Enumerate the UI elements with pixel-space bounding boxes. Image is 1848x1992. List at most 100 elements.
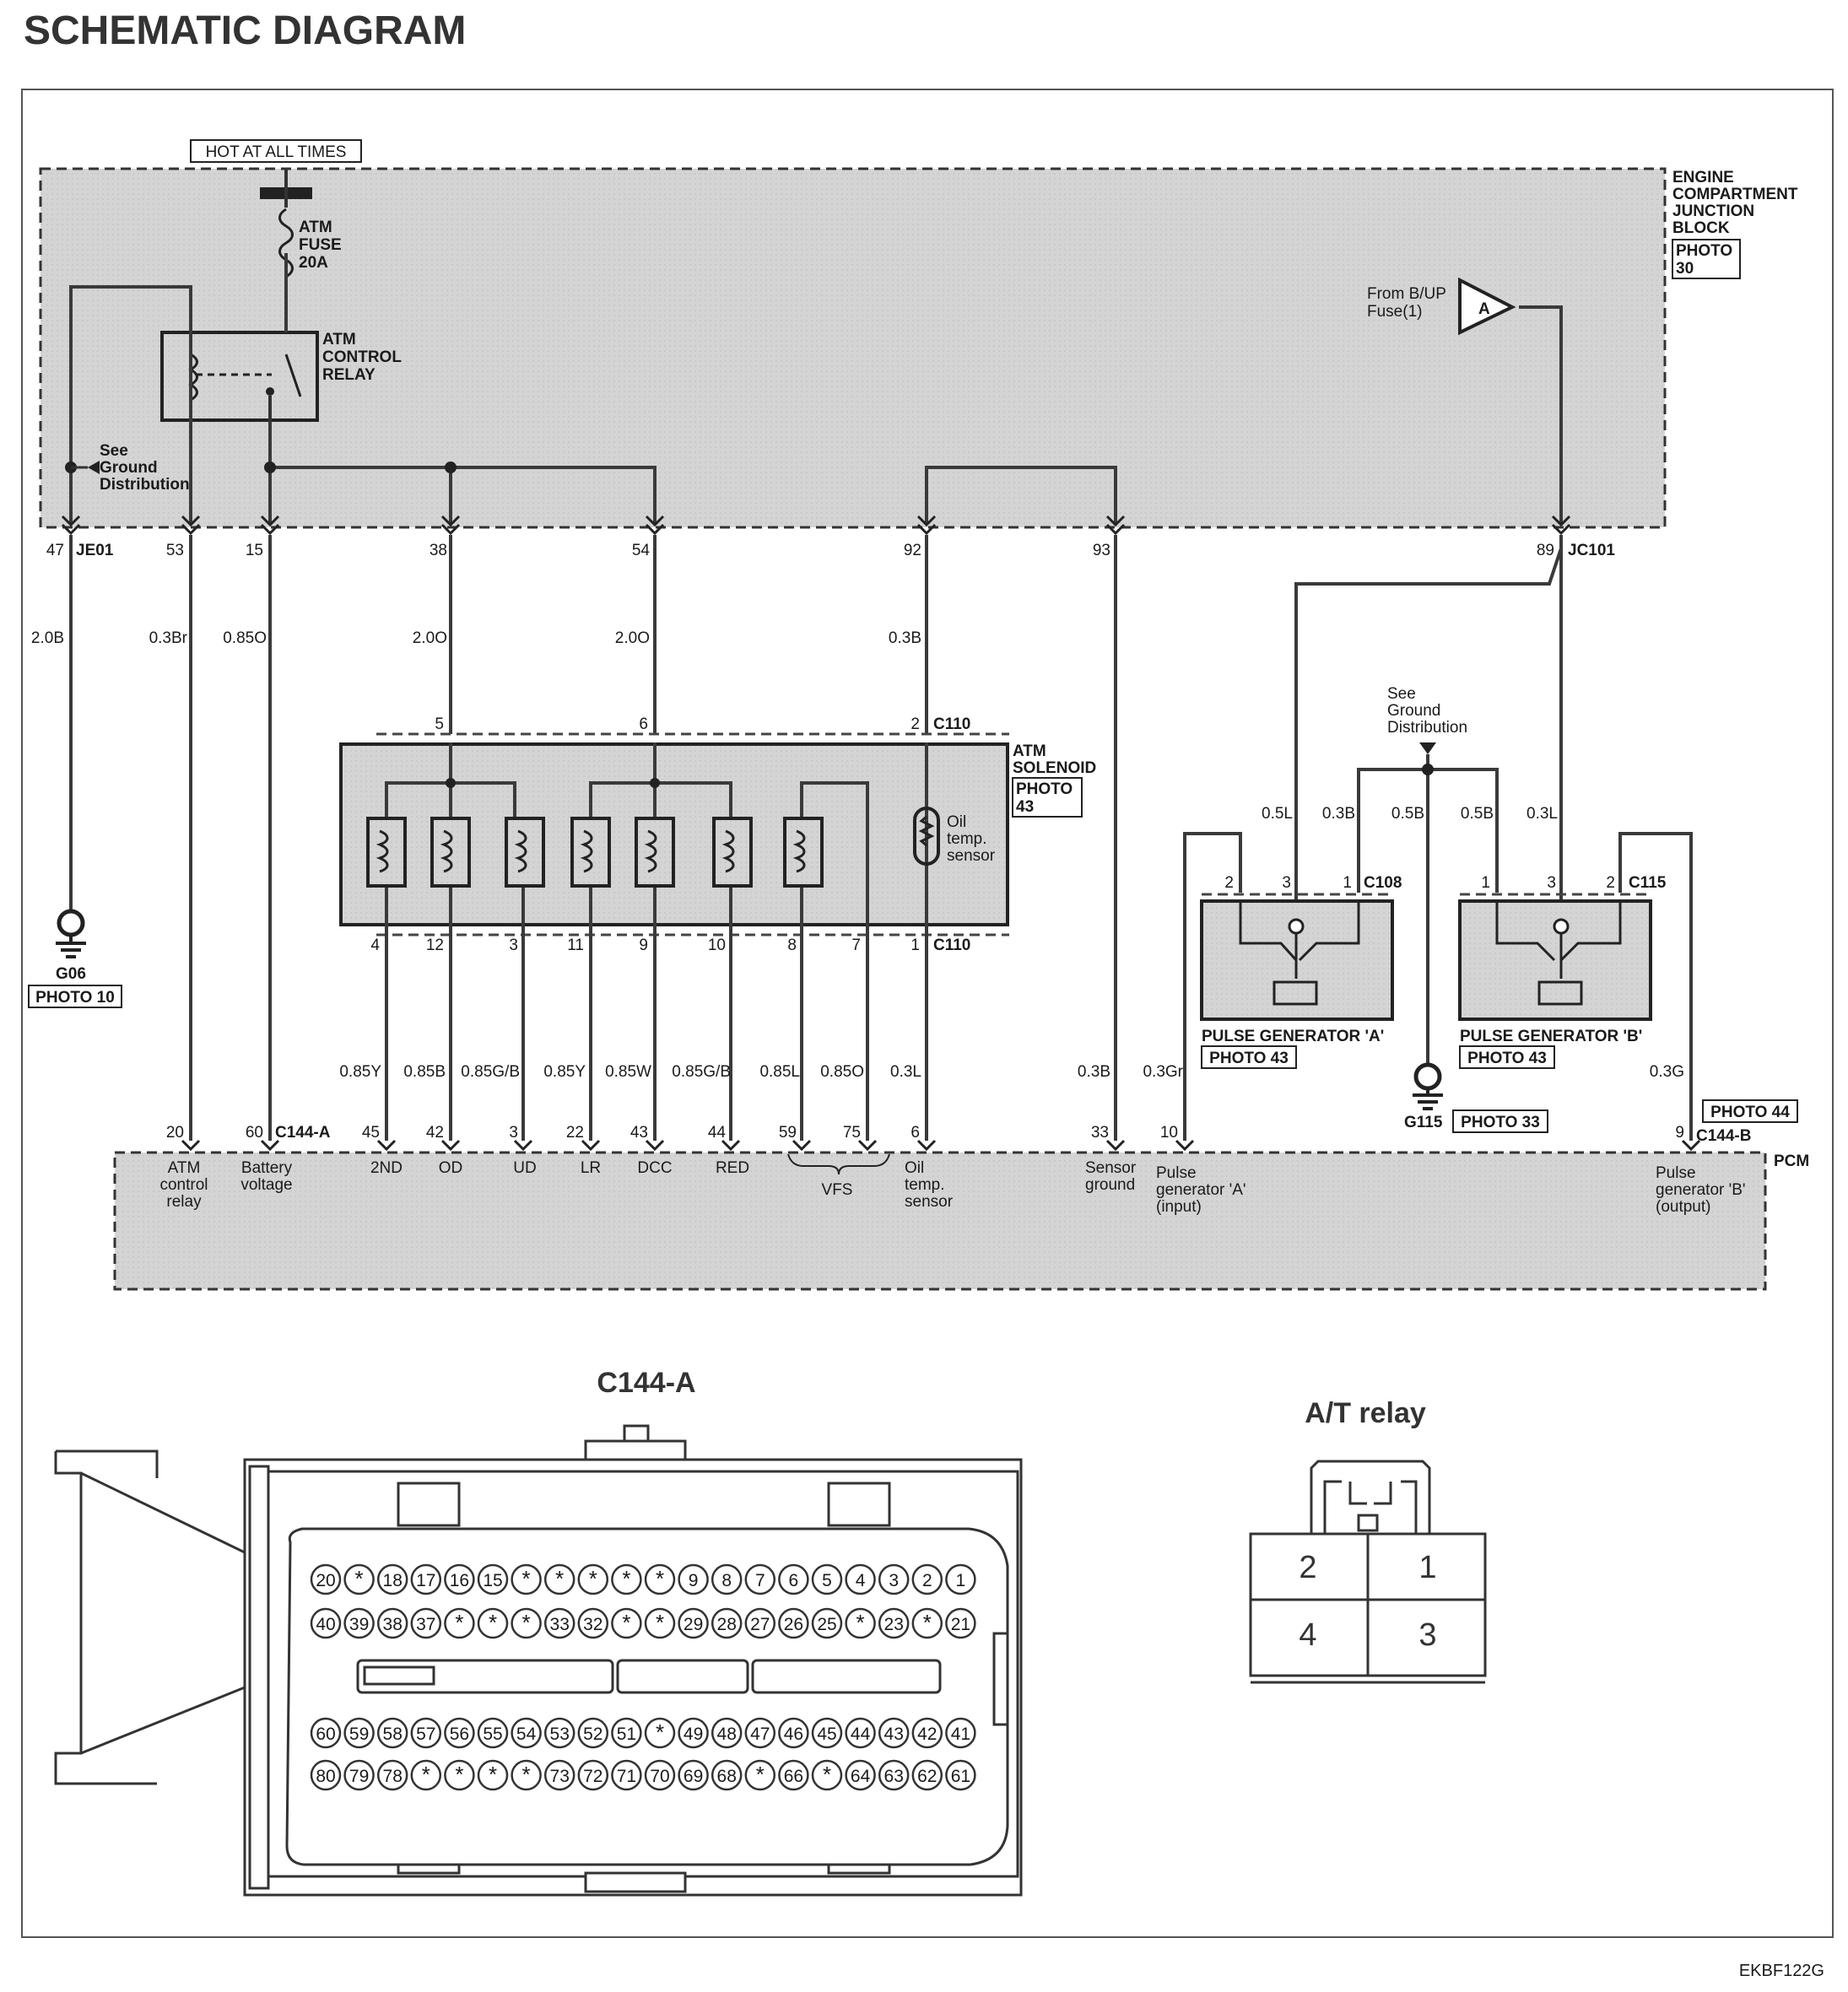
connector-pin	[778, 1759, 809, 1791]
connector-pin-number: 49	[684, 1725, 703, 1744]
connector-pin-number: 60	[316, 1725, 335, 1744]
connector-pin	[543, 1717, 575, 1749]
splice-dot	[446, 778, 456, 788]
at-relay-pin-numbers: 2 1 4 3	[1299, 1550, 1436, 1653]
connector-pin	[911, 1563, 943, 1595]
connector-pin	[711, 1607, 743, 1639]
connector-pin-number: *	[656, 1610, 664, 1635]
svg-text:DCC: DCC	[637, 1159, 672, 1177]
connector-pin	[577, 1563, 609, 1595]
svg-text:20: 20	[166, 1124, 184, 1142]
svg-text:4: 4	[370, 937, 380, 954]
svg-text:59: 59	[779, 1124, 797, 1142]
svg-text:0.85W: 0.85W	[605, 1063, 651, 1081]
connector-pin	[644, 1759, 676, 1791]
connector-pin-number: 80	[316, 1767, 335, 1786]
svg-text:SOLENOID: SOLENOID	[1013, 759, 1096, 777]
connector-pin	[577, 1607, 609, 1639]
svg-text:30: 30	[1676, 260, 1694, 278]
connector-pin	[543, 1563, 575, 1595]
svg-text:UD: UD	[513, 1159, 536, 1177]
connector-pin	[577, 1717, 609, 1749]
connector-pin	[343, 1607, 375, 1639]
connector-pin-number: 72	[583, 1767, 602, 1786]
main-wiring	[69, 535, 1563, 1141]
connector-pin	[945, 1717, 976, 1749]
connector-pin-number: 61	[951, 1767, 970, 1786]
connector-pin-number: 5	[822, 1571, 832, 1590]
connector-pin-number: 27	[750, 1615, 770, 1634]
pcm-label: PCM	[1774, 1153, 1809, 1170]
svg-text:3: 3	[1418, 1617, 1436, 1653]
connector-pin-number: 37	[416, 1615, 435, 1634]
connector-pin	[945, 1607, 976, 1639]
connector-pin	[343, 1563, 375, 1595]
svg-text:(input): (input)	[1156, 1198, 1202, 1216]
svg-text:PULSE GENERATOR 'B': PULSE GENERATOR 'B'	[1460, 1028, 1642, 1045]
connector-pin	[543, 1759, 575, 1791]
svg-text:temp.: temp.	[905, 1176, 945, 1194]
svg-text:3: 3	[1547, 874, 1556, 892]
connector-pin	[477, 1717, 509, 1749]
connector-pin-number: 33	[550, 1615, 570, 1634]
connector-pin	[376, 1563, 408, 1595]
pcm-function-labels: ATM control relay Battery voltage 2ND OD…	[159, 1153, 1746, 1216]
junction-block-area	[39, 167, 1667, 529]
svg-text:6: 6	[639, 715, 648, 733]
connector-pin-number: 54	[516, 1725, 537, 1744]
fuse-label: ATM FUSE 20A	[299, 219, 342, 272]
svg-text:0.5B: 0.5B	[1461, 805, 1494, 823]
svg-text:0.3B: 0.3B	[889, 629, 921, 647]
svg-text:C144-B: C144-B	[1696, 1127, 1751, 1145]
splice-dot	[445, 462, 457, 473]
svg-text:3: 3	[509, 937, 518, 954]
connector-pin-number: *	[622, 1566, 630, 1591]
jb-pin-chevrons	[61, 515, 1571, 536]
connector-pin-number: *	[856, 1610, 865, 1635]
connector-pin	[577, 1759, 609, 1791]
connector-pin-number: 70	[650, 1767, 669, 1786]
connector-pin-number: 40	[316, 1615, 335, 1634]
svg-text:sensor: sensor	[905, 1193, 954, 1211]
svg-text:VFS: VFS	[822, 1181, 853, 1199]
connector-pin	[376, 1607, 408, 1639]
svg-text:Oil: Oil	[905, 1159, 924, 1177]
svg-text:C110: C110	[933, 715, 970, 733]
svg-text:Fuse(1): Fuse(1)	[1367, 303, 1422, 321]
pg-wire-labels: 0.5L 0.3B 0.5B 0.5B 0.3L	[1262, 805, 1558, 823]
connector-pin-number: 73	[550, 1767, 570, 1786]
svg-text:PHOTO 33: PHOTO 33	[1461, 1114, 1540, 1131]
connector-pin	[444, 1717, 475, 1749]
svg-text:12: 12	[426, 937, 444, 954]
connector-pin-number: 23	[884, 1615, 904, 1634]
connector-pin-number: 25	[817, 1615, 836, 1634]
svg-text:0.85B: 0.85B	[403, 1063, 446, 1081]
relay-label: ATM CONTROL RELAY	[322, 331, 402, 384]
svg-text:0.85Y: 0.85Y	[543, 1063, 586, 1081]
connector-pin	[410, 1759, 442, 1791]
connector-pin-number: 1	[956, 1571, 966, 1590]
connector-pin-number: 2	[922, 1571, 932, 1590]
connector-pin-number: 56	[450, 1725, 469, 1744]
ground-g115: G115 PHOTO 33	[1404, 1062, 1548, 1133]
splice-dot	[264, 462, 276, 473]
svg-text:Battery: Battery	[241, 1159, 293, 1177]
connector-pin-number: 62	[917, 1767, 937, 1786]
svg-text:Ground: Ground	[100, 459, 158, 477]
splice-dot	[1422, 764, 1434, 775]
svg-text:generator 'A': generator 'A'	[1156, 1181, 1246, 1199]
jb-pin-labels: 47 JE01 53 15 38 54 92 93 89 JC101	[46, 542, 1616, 559]
connector-pin	[477, 1607, 509, 1639]
connector-pin-number: 21	[951, 1615, 970, 1634]
svg-text:ATM: ATM	[1013, 742, 1046, 760]
connector-pin	[310, 1717, 342, 1749]
connector-pin	[778, 1607, 809, 1639]
connector-pin-number: 48	[717, 1725, 737, 1744]
connector-pin-number: 17	[416, 1571, 435, 1590]
connector-pin	[945, 1563, 976, 1595]
svg-text:10: 10	[1160, 1124, 1178, 1142]
svg-text:Distribution: Distribution	[1387, 719, 1467, 737]
connector-pin	[376, 1759, 408, 1791]
connector-pin	[678, 1759, 709, 1791]
connector-pin	[376, 1717, 408, 1749]
